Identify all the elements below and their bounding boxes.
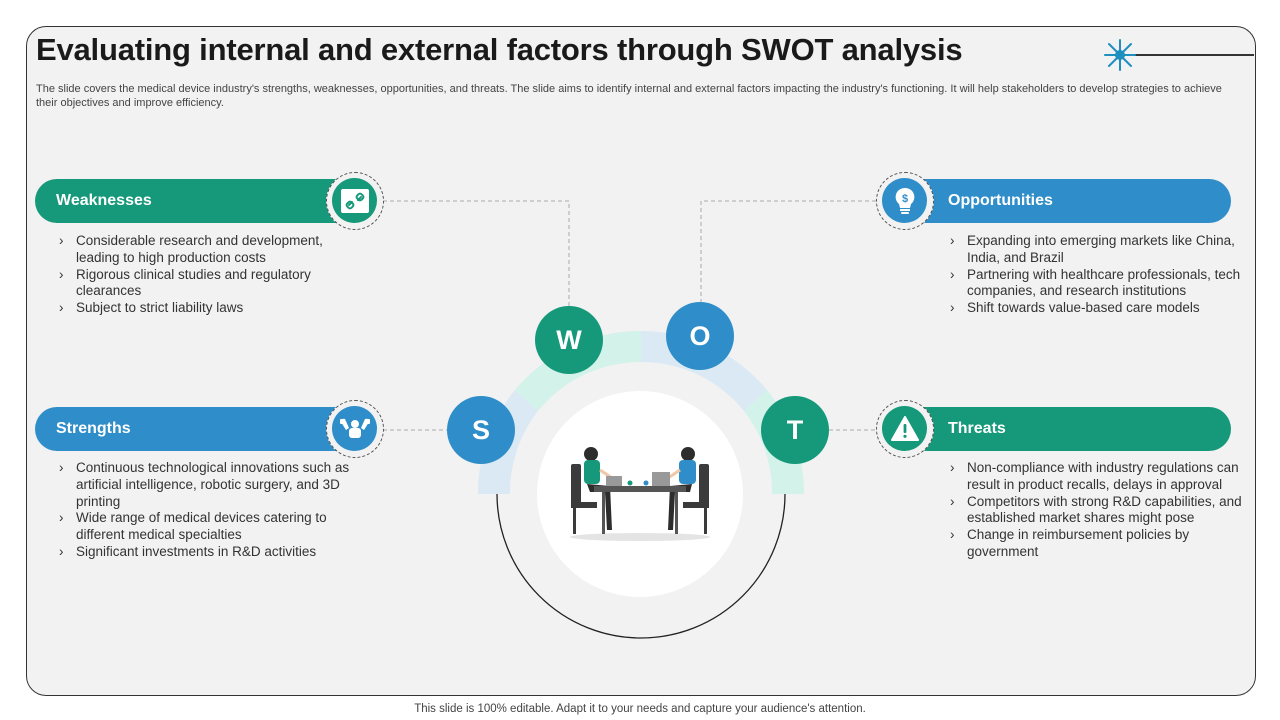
- meeting-illustration: [570, 447, 710, 541]
- threats-header: Threats: [878, 407, 1231, 451]
- strengths-list: Continuous technological innovations suc…: [56, 460, 356, 561]
- decorative-line: [1120, 54, 1254, 56]
- swot-letter-s: S: [447, 396, 515, 464]
- list-item: Competitors with strong R&D capabilities…: [947, 494, 1242, 528]
- opportunities-badge: $: [876, 172, 934, 230]
- threats-label: Threats: [948, 420, 1006, 437]
- strengths-badge: [326, 400, 384, 458]
- list-item: Considerable research and development, l…: [56, 233, 356, 267]
- weaknesses-list: Considerable research and development, l…: [56, 233, 356, 317]
- weaknesses-badge: [326, 172, 384, 230]
- threats-badge: [876, 400, 934, 458]
- weaknesses-header: Weaknesses: [35, 179, 365, 223]
- strengths-header: Strengths: [35, 407, 365, 451]
- list-item: Rigorous clinical studies and regulatory…: [56, 267, 356, 301]
- list-item: Subject to strict liability laws: [56, 300, 356, 317]
- list-item: Wide range of medical devices catering t…: [56, 510, 356, 544]
- page-title: Evaluating internal and external factors…: [36, 32, 963, 67]
- list-item: Significant investments in R&D activitie…: [56, 544, 356, 561]
- page-subtitle: The slide covers the medical device indu…: [36, 83, 1222, 109]
- list-item: Partnering with healthcare professionals…: [947, 267, 1242, 301]
- list-item: Continuous technological innovations suc…: [56, 460, 356, 510]
- swot-letter-w: W: [535, 306, 603, 374]
- weaknesses-label: Weaknesses: [56, 192, 152, 209]
- strengths-label: Strengths: [56, 420, 131, 437]
- opportunities-list: Expanding into emerging markets like Chi…: [947, 233, 1242, 317]
- footer-note: This slide is 100% editable. Adapt it to…: [414, 703, 866, 715]
- opportunities-header: Opportunities: [878, 179, 1231, 223]
- list-item: Non-compliance with industry regulations…: [947, 460, 1242, 494]
- strong-arms-icon: [339, 418, 370, 438]
- warning-icon: [890, 416, 919, 441]
- list-item: Change in reimbursement policies by gove…: [947, 527, 1242, 561]
- broken-link-icon: [340, 188, 369, 213]
- swot-letter-o: O: [666, 302, 734, 370]
- opportunities-label: Opportunities: [948, 192, 1053, 209]
- threats-list: Non-compliance with industry regulations…: [947, 460, 1242, 561]
- sparkle-icon: [1104, 39, 1136, 71]
- list-item: Expanding into emerging markets like Chi…: [947, 233, 1242, 267]
- svg-text:$: $: [901, 193, 907, 205]
- swot-letter-t: T: [761, 396, 829, 464]
- list-item: Shift towards value-based care models: [947, 300, 1242, 317]
- lightbulb-dollar-icon: $: [895, 187, 914, 214]
